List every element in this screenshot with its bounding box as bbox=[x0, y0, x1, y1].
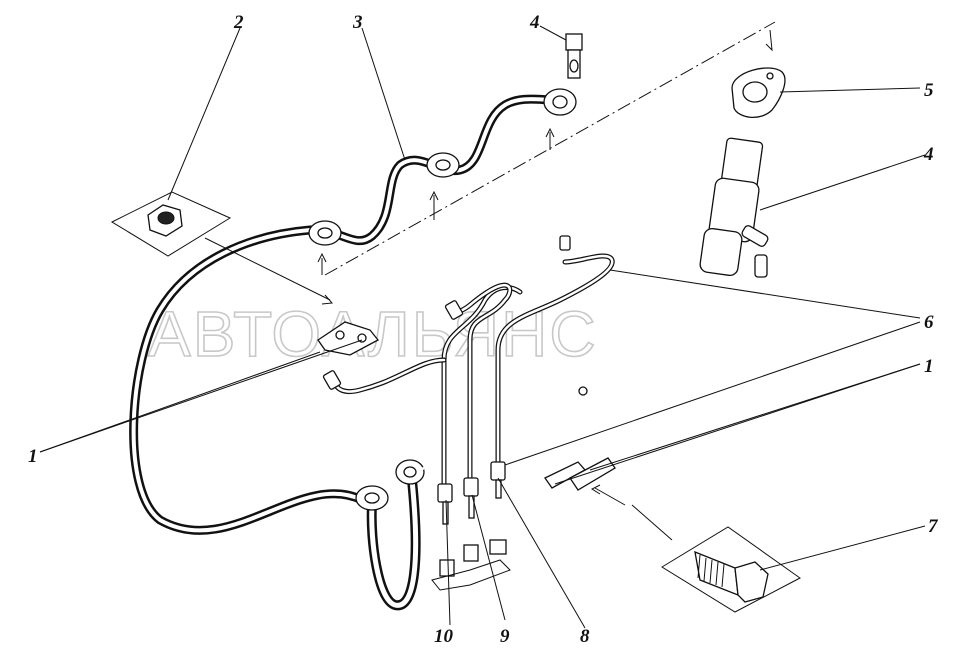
pump-delivery-valves bbox=[431, 539, 511, 591]
callout-1-right: 1 bbox=[924, 356, 934, 377]
banjo-bolt bbox=[565, 33, 583, 79]
callout-10: 10 bbox=[434, 626, 454, 647]
pipe-end-fitting bbox=[444, 300, 464, 320]
banjo-fitting bbox=[426, 152, 460, 178]
callout-9: 9 bbox=[500, 626, 510, 647]
return-fuel-pipe bbox=[129, 88, 577, 611]
fuel-injector bbox=[699, 137, 769, 278]
pipe-end-fitting bbox=[322, 370, 342, 390]
banjo-fitting bbox=[543, 88, 577, 116]
callout-4-right: 4 bbox=[923, 144, 934, 165]
callout-5: 5 bbox=[924, 80, 934, 101]
pipe-end-fitting bbox=[559, 235, 571, 251]
pipe-clamp bbox=[317, 321, 379, 356]
nozzle-flange bbox=[731, 67, 786, 118]
callout-3: 3 bbox=[352, 12, 363, 33]
straight-pipe bbox=[419, 386, 588, 472]
banjo-fitting bbox=[395, 459, 425, 485]
callout-4-top: 4 bbox=[529, 12, 540, 33]
callout-6: 6 bbox=[924, 312, 934, 333]
callout-2: 2 bbox=[233, 12, 244, 33]
banjo-fitting bbox=[355, 485, 389, 511]
banjo-fitting bbox=[308, 220, 342, 246]
bolt-detail-box bbox=[661, 526, 801, 613]
pipe-nut bbox=[490, 461, 506, 499]
exploded-guide-lines bbox=[317, 21, 776, 276]
leader-lines bbox=[39, 25, 926, 629]
callout-8: 8 bbox=[580, 626, 590, 647]
callout-1-left: 1 bbox=[28, 446, 38, 467]
callout-7: 7 bbox=[928, 516, 939, 537]
nut-detail-box bbox=[110, 191, 232, 257]
injector-pipes bbox=[322, 235, 615, 525]
pipe-nut bbox=[437, 483, 453, 525]
pipe-nut bbox=[463, 477, 479, 519]
